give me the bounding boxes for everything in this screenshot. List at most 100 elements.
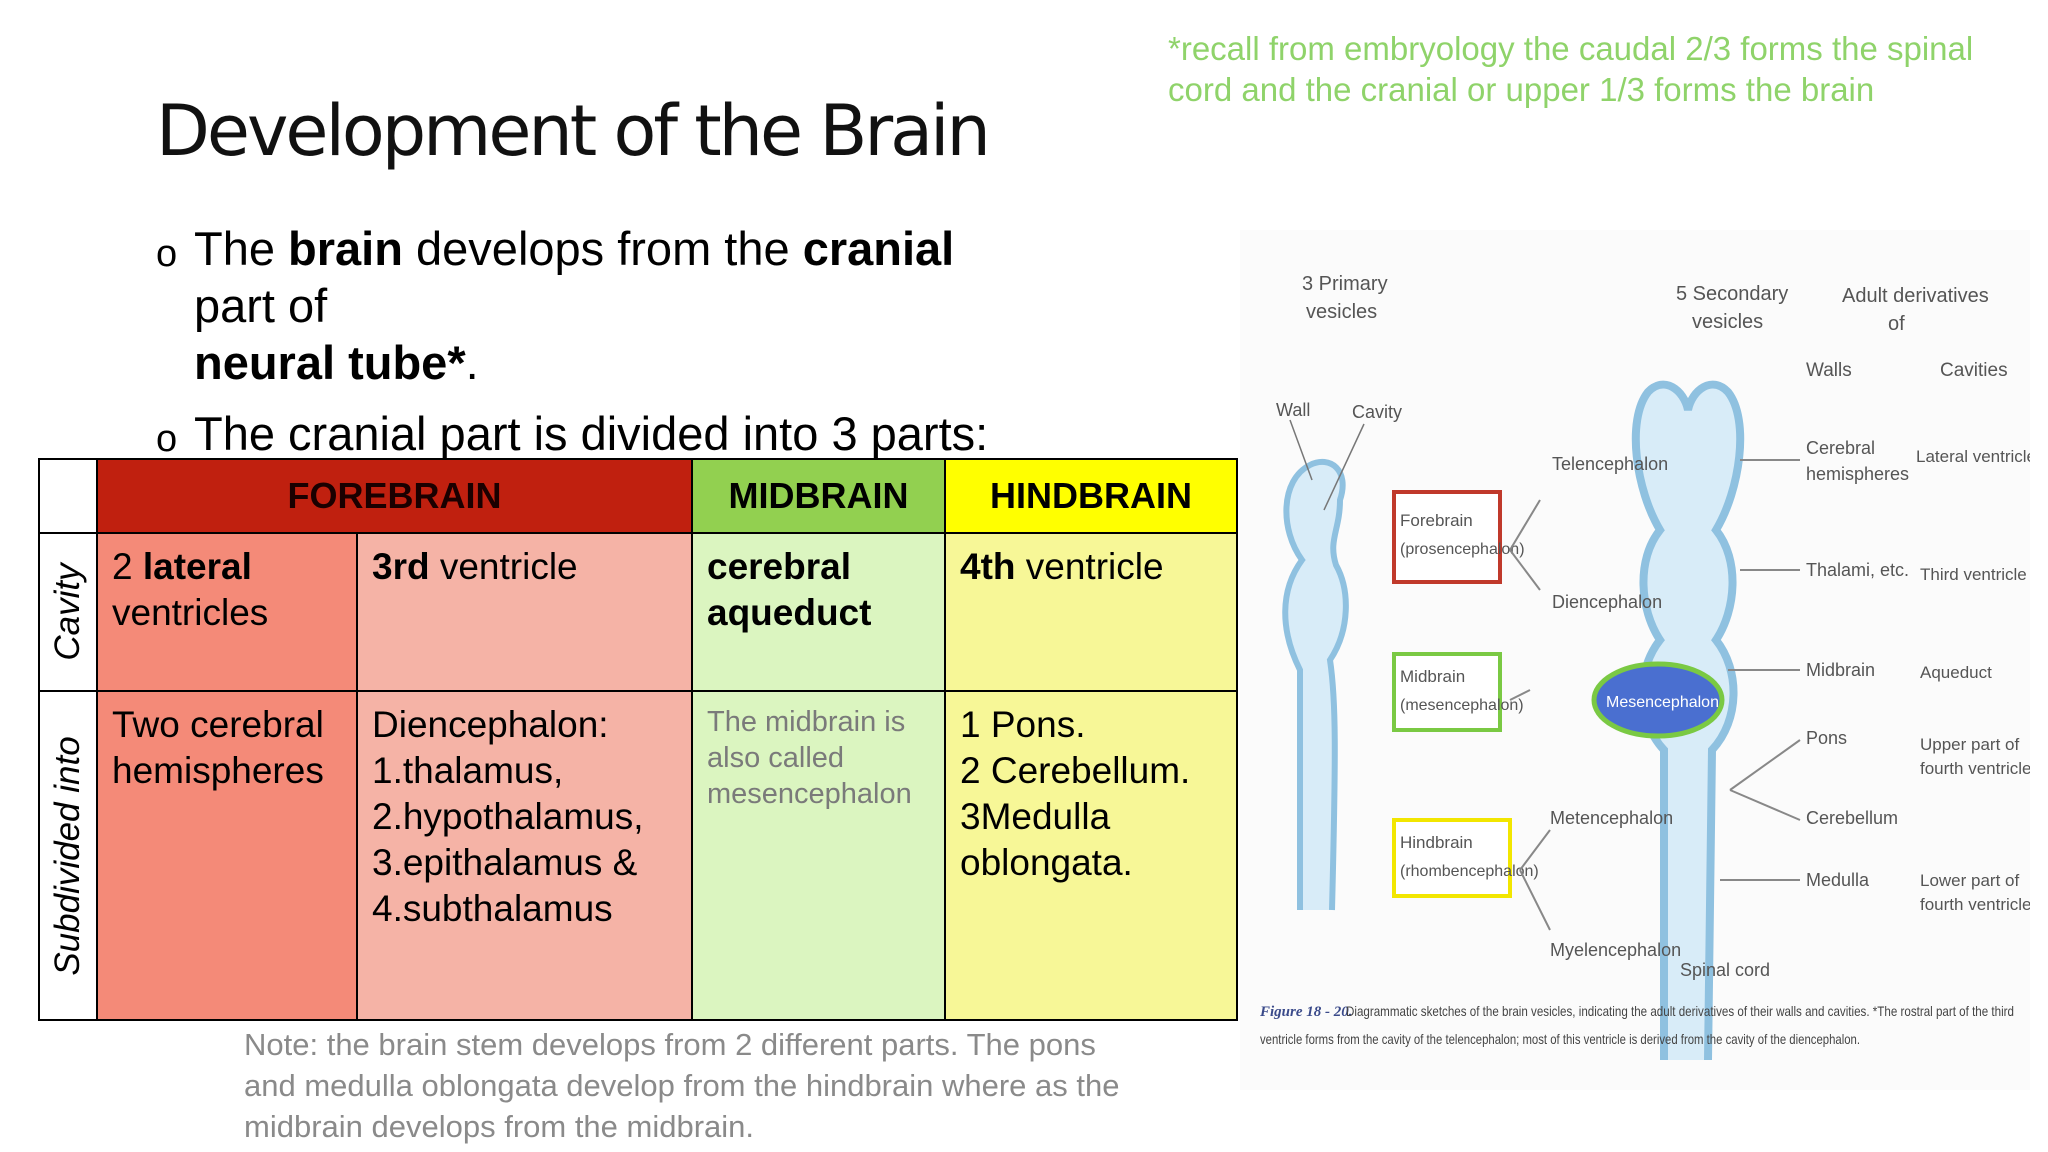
cell-cavity-forebrain-1: 2 lateral ventricles [96, 532, 358, 692]
bullet-marker: o [156, 418, 178, 460]
cell-bold: aqueduct [707, 592, 872, 633]
wall-medulla: Medulla [1806, 870, 1870, 890]
bullet-marker: o [156, 233, 178, 275]
derivative-arrows [1720, 459, 1801, 881]
bullet-2-text: The cranial part is divided into 3 parts… [194, 407, 989, 460]
cell-text: Two cerebral [112, 704, 324, 745]
cell-sub-forebrain-2: Diencephalon: 1.thalamus, 2.hypothalamus… [356, 690, 693, 1021]
secondary-telencephalon: Telencephalon [1552, 454, 1668, 474]
row-label-cavity-text: Cavity [48, 563, 87, 661]
col-secondary-line2: vesicles [1692, 311, 1763, 333]
leader-line [1323, 423, 1365, 511]
row-label-subdivided-text: Subdivided into [48, 735, 87, 976]
wall-midbrain: Midbrain [1806, 660, 1875, 680]
recall-note: *recall from embryology the caudal 2/3 f… [1168, 30, 1974, 108]
wall-cerebral-1: Cerebral [1806, 438, 1875, 458]
cell-bold: 4th [960, 546, 1016, 587]
bullet-list: o The brain develops from the cranial pa… [156, 220, 1056, 391]
page-title: Development of the Brain [156, 90, 991, 172]
header-forebrain: FOREBRAIN [96, 458, 693, 534]
cell-cavity-hindbrain: 4th ventricle [944, 532, 1238, 692]
caption-label: Figure 18 - 20. [1259, 1004, 1353, 1020]
cell-text: ventricles [112, 592, 269, 633]
bullet-1-text: . [465, 336, 479, 389]
spinal-cord-label: Spinal cord [1680, 960, 1770, 980]
forebrain-sublabel: (prosencephalon) [1400, 541, 1525, 558]
primary-vesicle-tube [1282, 458, 1349, 911]
cell-text: 2 [112, 546, 143, 587]
hindbrain-sublabel: (rhombencephalon) [1400, 863, 1539, 880]
mesencephalon-highlight [1591, 661, 1725, 739]
forebrain-box [1392, 490, 1502, 584]
midbrain-box [1392, 652, 1502, 732]
cell-cavity-midbrain: cerebral aqueduct [691, 532, 946, 692]
cavity-lower-fourth-2: fourth ventricle [1920, 895, 2030, 914]
secondary-diencephalon: Diencephalon [1552, 592, 1662, 612]
row-label-cavity: Cavity [38, 532, 98, 692]
wall-cerebral-2: hemispheres [1806, 464, 1909, 484]
bullet-1-text: part of [194, 279, 328, 332]
midbrain-note: The midbrain is also called mesencephalo… [707, 706, 912, 810]
bullet-1-bold-neural-tube: neural tube* [194, 336, 466, 389]
bullet-1-bold-brain: brain [288, 222, 403, 275]
midbrain-sublabel: (mesencephalon) [1400, 697, 1524, 714]
midbrain-label: Midbrain [1400, 667, 1465, 686]
wall-thalami: Thalami, etc. [1806, 560, 1909, 580]
cell-text: 3Medulla [960, 796, 1111, 837]
secondary-metencephalon: Metencephalon [1550, 808, 1673, 828]
secondary-myelencephalon: Myelencephalon [1550, 940, 1681, 960]
cell-heading: Diencephalon: [372, 704, 609, 745]
list-item: 1.thalamus, [372, 750, 564, 791]
bullet-1-bold-cranial: cranial [802, 222, 955, 275]
label-cavity: Cavity [1352, 402, 1402, 422]
cell-cavity-forebrain-2: 3rd ventricle [356, 532, 693, 692]
diencephalon-list: 1.thalamus, 2.hypothalamus, 3.epithalamu… [372, 748, 677, 932]
table-corner-cell [38, 458, 98, 534]
cavity-upper-fourth-2: fourth ventricle [1920, 759, 2030, 778]
leader-line [1289, 419, 1313, 481]
col-walls: Walls [1806, 360, 1852, 381]
figure-svg: 3 Primary vesicles 5 Secondary vesicles … [1259, 273, 2045, 1061]
header-hindbrain: HINDBRAIN [944, 458, 1238, 534]
cavity-third: Third ventricle [1920, 565, 2027, 584]
cell-sub-midbrain: The midbrain is also called mesencephalo… [691, 690, 946, 1021]
bullet-1: o The brain develops from the cranial pa… [156, 220, 1056, 391]
secondary-mesencephalon: Mesencephalon [1606, 694, 1719, 711]
branch-arrows [1509, 499, 1551, 931]
cell-text: 1 Pons. [960, 704, 1086, 745]
col-cavities: Cavities [1940, 360, 2008, 381]
cell-bold: cerebral [707, 546, 851, 587]
list-item: 2.hypothalamus, [372, 796, 644, 837]
forebrain-label: Forebrain [1400, 511, 1473, 530]
col-primary-line1: 3 Primary [1302, 273, 1388, 295]
cavity-upper-fourth-1: Upper part of [1920, 735, 2019, 754]
bottom-note: Note: the brain stem develops from 2 dif… [244, 1027, 1120, 1144]
caption-line-2: ventricle forms from the cavity of the t… [1260, 1031, 1860, 1047]
hindbrain-label: Hindbrain [1400, 833, 1473, 852]
cell-text: oblongata. [960, 842, 1133, 883]
cell-bold: 3rd [372, 546, 430, 587]
wall-pons: Pons [1806, 728, 1847, 748]
table-row-cavity: Cavity 2 lateral ventricles 3rd ventricle… [38, 532, 1238, 692]
bullet-1-text: The [194, 222, 289, 275]
cavity-lateral: Lateral ventricles [1916, 447, 2030, 466]
brain-vesicles-figure: 3 Primary vesicles 5 Secondary vesicles … [1240, 230, 2045, 1090]
label-wall: Wall [1276, 400, 1310, 420]
col-primary-line2: vesicles [1306, 301, 1377, 323]
list-item: 3.epithalamus & [372, 842, 638, 883]
cell-sub-forebrain-1: Two cerebral hemispheres [96, 690, 358, 1021]
hindbrain-box [1392, 818, 1512, 898]
cell-text: hemispheres [112, 750, 324, 791]
bullet-2: o The cranial part is divided into 3 par… [156, 405, 1154, 462]
cell-sub-hindbrain: 1 Pons. 2 Cerebellum. 3Medulla oblongata… [944, 690, 1238, 1021]
col-adult-line2: of [1888, 313, 1905, 335]
col-secondary-line1: 5 Secondary [1676, 283, 1788, 305]
list-item: 4.subthalamus [372, 888, 613, 929]
table-header-row: FOREBRAIN MIDBRAIN HINDBRAIN [38, 458, 1238, 534]
cell-bold: lateral [142, 546, 252, 587]
cell-text: ventricle [429, 546, 578, 587]
bullet-1-text: develops from the [402, 222, 803, 275]
header-midbrain: MIDBRAIN [691, 458, 946, 534]
cell-text: 2 Cerebellum. [960, 750, 1191, 791]
